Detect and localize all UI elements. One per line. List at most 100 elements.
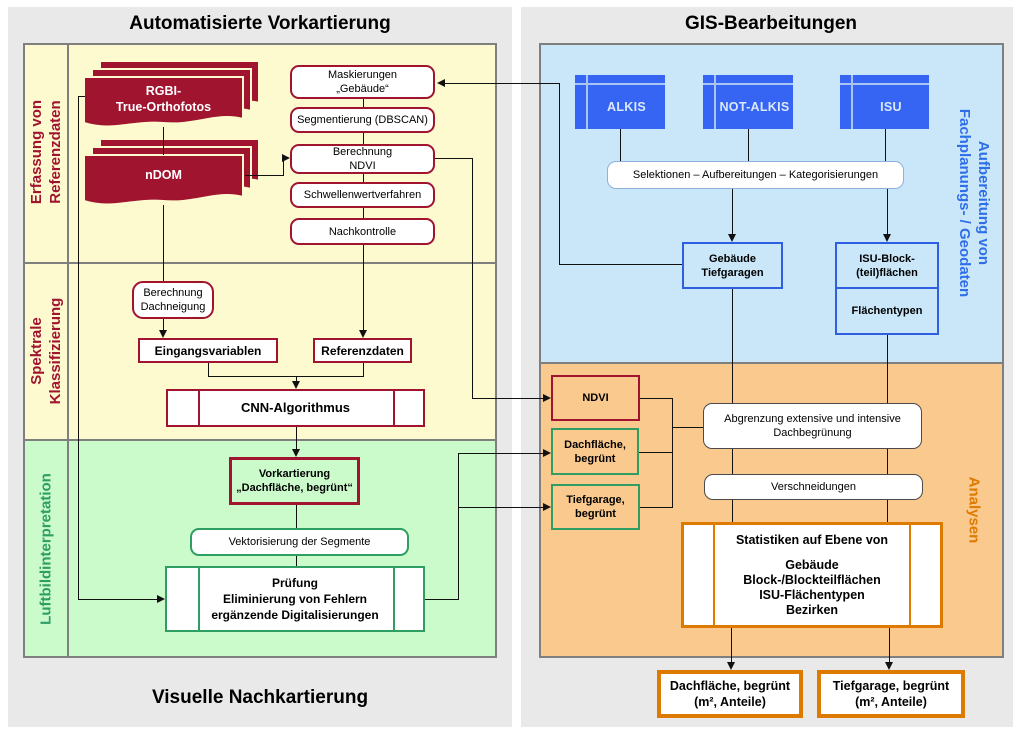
box-text-line: Tiefgaragen: [701, 266, 764, 279]
arrowhead: [159, 330, 167, 338]
box-text-line: (teil)flächen: [856, 266, 918, 279]
label-column-divider: [67, 43, 69, 658]
box-text-line: „Dachfläche, begrünt“: [236, 482, 353, 494]
box-referenzdaten: Referenzdaten: [313, 338, 412, 363]
inner-band-line: [393, 391, 395, 425]
connector-line: [208, 376, 364, 377]
arrowhead: [543, 394, 551, 402]
label-line: Erfassung von: [28, 99, 45, 205]
label-line: Analysen: [965, 476, 983, 544]
box-cnn-algorithmus: CNN-Algorithmus: [166, 389, 425, 427]
box-schwellenwertverfahren: Schwellenwertverfahren: [290, 182, 435, 208]
label-luftbild: Luftbildinterpretation: [37, 473, 56, 625]
box-text-line: NDVI: [349, 160, 376, 172]
connector-line: [640, 507, 672, 508]
connector-line: [425, 599, 458, 600]
connector-line: [435, 158, 472, 159]
box-eingangsvariablen: Eingangsvariablen: [138, 338, 278, 363]
box-text-line: ISU-Block-: [859, 252, 915, 265]
alkis-label: ALKIS: [607, 100, 646, 114]
connector-line: [732, 449, 733, 474]
connector-line: [296, 556, 297, 566]
connector-line: [296, 505, 297, 528]
connector-line: [887, 189, 888, 234]
doc-text-line: RGBI-: [145, 84, 182, 98]
connector-line: [163, 319, 164, 331]
connector-line: [163, 127, 164, 155]
box-text-line: Prüfung: [272, 576, 318, 590]
box-text-line: Vektorisierung der Segmente: [228, 536, 371, 548]
box-output-dachflaeche: Dachfläche, begrünt (m², Anteile): [657, 670, 803, 718]
section-divider: [539, 362, 1004, 364]
connector-line: [296, 427, 297, 450]
box-text-line: Eingangsvariablen: [154, 343, 262, 358]
box-text-line: Dachfläche,: [564, 438, 626, 451]
box-text-line: Berechnung: [332, 146, 393, 158]
box-nachkontrolle: Nachkontrolle: [290, 218, 435, 245]
not-alkis-database-table-icon: NOT-ALKIS: [703, 75, 793, 129]
left-container-border: [23, 43, 497, 658]
db-column-line: [586, 75, 588, 129]
arrowhead: [885, 662, 893, 670]
rgbi-document-stack-icon: [83, 60, 260, 140]
box-text-line: Bezirken: [785, 602, 839, 617]
box-text-line: Tiefgarage, begrünt: [832, 679, 950, 693]
connector-line: [363, 174, 364, 182]
arrowhead: [359, 330, 367, 338]
connector-line: [748, 129, 749, 161]
left-panel-bottom-title: Visuelle Nachkartierung: [151, 687, 369, 708]
box-text-line: Abgrenzung extensive und intensive: [724, 413, 901, 425]
connector-line: [640, 398, 672, 399]
connector-line: [363, 245, 364, 331]
connector-line: [458, 453, 543, 454]
box-text-line: Gebäude: [708, 252, 757, 265]
connector-line: [889, 628, 890, 662]
connector-line: [887, 500, 888, 522]
box-pruefung: Prüfung Eliminierung von Fehlern ergänze…: [165, 566, 425, 632]
right-panel-title: GIS-Bearbeitungen: [684, 13, 858, 34]
right-container-border: [539, 43, 1004, 658]
box-dachflaeche-begruent: Dachfläche, begrünt: [551, 428, 639, 475]
arrowhead: [883, 234, 891, 242]
box-statistiken: Statistiken auf Ebene von Gebäude Block-…: [681, 522, 943, 628]
arrowhead: [282, 154, 290, 162]
left-panel-title: Automatisierte Vorkartierung: [129, 13, 391, 34]
box-text-line: Dachfläche, begrünt: [669, 679, 791, 693]
connector-line: [363, 99, 364, 107]
arrowhead: [543, 449, 551, 457]
box-text-line: Verschneidungen: [770, 481, 856, 493]
box-text-line: Referenzdaten: [321, 343, 404, 358]
rgbi-label: RGBI- True-Orthofotos: [84, 77, 243, 121]
box-vektorisierung: Vektorisierung der Segmente: [190, 528, 409, 556]
box-tiefgarage-begruent: Tiefgarage, begrünt: [551, 484, 640, 530]
label-line: Aufbereitung von: [975, 140, 992, 266]
connector-line: [672, 427, 703, 428]
box-text-line: Schwellenwertverfahren: [303, 189, 422, 201]
label-aufbereitung: Aufbereitung von Fachplanungs- / Geodate…: [955, 109, 993, 297]
box-berechnung-ndvi: Berechnung NDVI: [290, 144, 435, 174]
ndom-label: nDOM: [84, 155, 243, 195]
not-alkis-label: NOT-ALKIS: [719, 100, 790, 114]
box-selektionen: Selektionen – Aufbereitungen – Kategoris…: [607, 161, 904, 189]
connector-line: [458, 507, 543, 508]
box-text-line: Statistiken auf Ebene von: [735, 532, 889, 547]
isu-database-table-icon: ISU: [840, 75, 929, 129]
connector-line: [245, 175, 284, 176]
connector-line: [732, 289, 733, 403]
arrowhead: [728, 234, 736, 242]
box-text-line: Dachneigung: [140, 301, 206, 313]
label-line: Spektrale: [28, 317, 45, 385]
connector-line: [732, 500, 733, 522]
section-divider: [23, 439, 497, 441]
isu-label: ISU: [880, 100, 902, 114]
connector-line: [208, 363, 209, 377]
section-divider: [23, 262, 497, 264]
connector-line: [885, 129, 886, 161]
box-text-line: CNN-Algorithmus: [240, 400, 351, 415]
ndom-document-stack-icon: [83, 138, 260, 218]
connector-line: [472, 398, 543, 399]
connector-line: [363, 133, 364, 144]
box-text-line: NDVI: [582, 392, 609, 404]
label-analysen: Analysen: [965, 477, 984, 544]
box-text-line: ergänzende Digitalisierungen: [211, 608, 379, 622]
